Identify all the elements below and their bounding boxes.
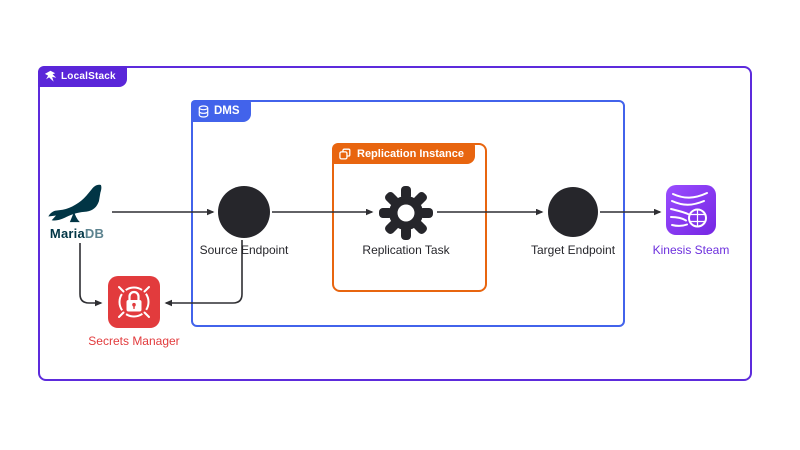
dms-group-box xyxy=(191,100,625,327)
mariadb-label-part1: Maria xyxy=(49,226,85,241)
mariadb-seal-icon xyxy=(48,184,106,231)
lock-icon xyxy=(108,276,160,328)
mariadb-label: MariaDB xyxy=(42,226,112,241)
kinesis-streams-icon xyxy=(666,185,716,235)
localstack-badge-label: LocalStack xyxy=(61,71,116,82)
source-endpoint-label: Source Endpoint xyxy=(199,243,289,257)
target-endpoint-node xyxy=(548,187,598,237)
copy-icon xyxy=(339,148,351,160)
target-endpoint-label: Target Endpoint xyxy=(530,243,616,257)
source-endpoint-node xyxy=(218,186,270,238)
dms-badge: DMS xyxy=(191,100,251,122)
database-icon xyxy=(198,104,209,118)
replication-instance-badge: Replication Instance xyxy=(332,143,475,164)
secrets-manager-label: Secrets Manager xyxy=(88,334,180,348)
dms-badge-label: DMS xyxy=(214,105,240,117)
mariadb-label-part2: DB xyxy=(84,226,105,241)
gear-icon xyxy=(378,185,434,241)
replication-instance-badge-label: Replication Instance xyxy=(357,147,464,160)
localstack-group-box xyxy=(38,66,752,381)
replication-task-label: Replication Task xyxy=(362,243,450,257)
kinesis-stream-label: Kinesis Steam xyxy=(652,243,730,257)
localstack-badge: LocalStack xyxy=(38,66,127,87)
localstack-logo-icon xyxy=(44,70,57,83)
